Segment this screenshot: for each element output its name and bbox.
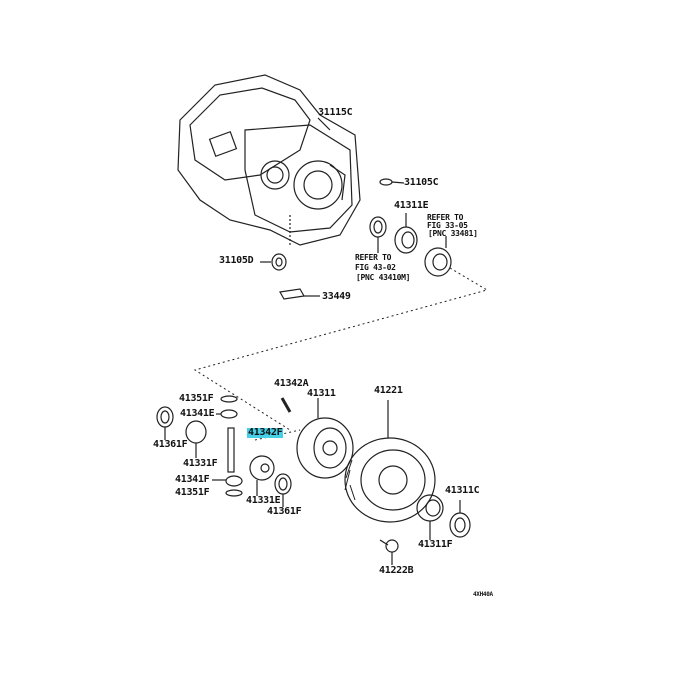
refer-note-b-line2[interactable]: FIG 43-02 xyxy=(355,263,396,272)
label-41361f-left[interactable]: 41361F xyxy=(153,439,188,450)
label-31105c[interactable]: 31105C xyxy=(404,177,439,188)
refer-note-a-line3: [PNC 33481] xyxy=(428,229,478,238)
label-33449[interactable]: 33449 xyxy=(322,291,351,302)
refer-note-a-line1: REFER TO xyxy=(427,213,464,222)
label-41351f-bottom[interactable]: 41351F xyxy=(175,487,210,498)
pin-31105c-shape xyxy=(379,178,405,186)
label-41361f-right[interactable]: 41361F xyxy=(267,506,302,517)
label-41222b[interactable]: 41222B xyxy=(379,565,414,576)
label-41342a[interactable]: 41342A xyxy=(274,378,309,389)
label-41311e[interactable]: 41311E xyxy=(394,200,429,211)
refer-note-b-line1: REFER TO xyxy=(355,253,392,262)
label-31105d[interactable]: 31105D xyxy=(219,255,254,266)
label-41311f[interactable]: 41311F xyxy=(418,539,453,550)
label-41341f[interactable]: 41341F xyxy=(175,474,210,485)
refer-note-b-line3: [PNC 43410M] xyxy=(356,273,411,282)
label-41331f[interactable]: 41331F xyxy=(183,458,218,469)
small-parts-shapes xyxy=(156,395,471,565)
label-41311[interactable]: 41311 xyxy=(307,388,336,399)
label-31115c[interactable]: 31115C xyxy=(318,107,353,118)
label-41351f-top[interactable]: 41351F xyxy=(179,393,214,404)
differential-case-shape xyxy=(280,397,354,479)
label-41311c[interactable]: 41311C xyxy=(445,485,480,496)
refer-note-a-line2[interactable]: FIG 33-05 xyxy=(427,221,468,230)
drawing-code: 4XH40A xyxy=(473,591,493,598)
label-41342f-highlighted[interactable]: 41342F xyxy=(247,427,284,438)
bearing-shapes xyxy=(260,213,452,300)
label-41341e[interactable]: 41341E xyxy=(180,408,215,419)
ring-gear-shape xyxy=(344,400,436,523)
transaxle-housing xyxy=(177,74,361,246)
label-41331e[interactable]: 41331E xyxy=(246,495,281,506)
label-41221[interactable]: 41221 xyxy=(374,385,403,396)
